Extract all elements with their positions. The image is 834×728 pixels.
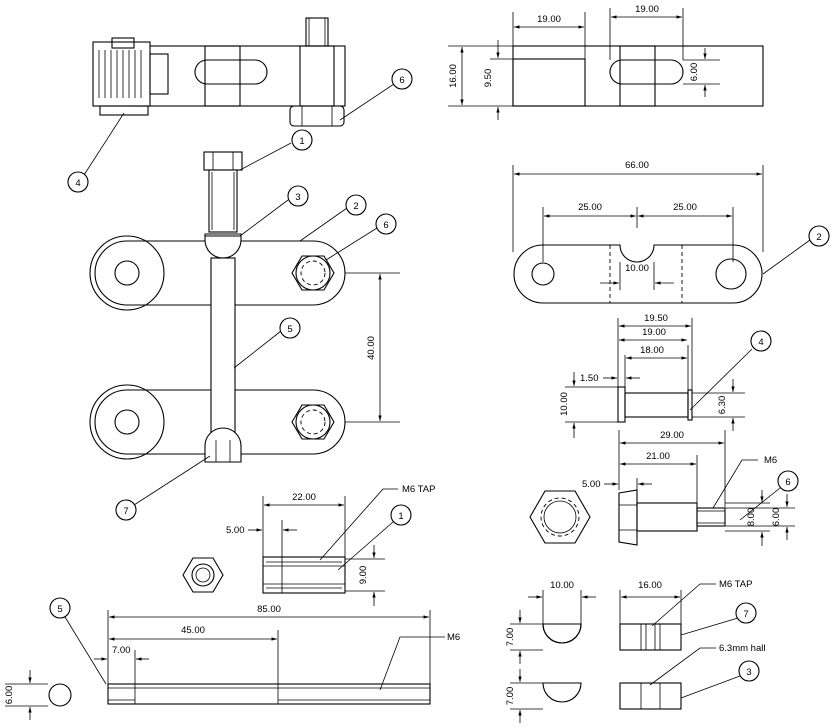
note-hole: 6.3mm hall: [719, 643, 765, 654]
dim-bolt-len: 29.00: [660, 430, 684, 441]
dim-block-len2: 16.00: [638, 580, 662, 591]
spacer-view: 22.00 5.00 9.00 M6 TAP 1: [182, 484, 435, 606]
dim-slot-h: 6.00: [689, 63, 700, 82]
balloon-3: 3: [295, 192, 300, 203]
dim-bolt-shank: 21.00: [646, 451, 670, 462]
dim-top-w2: 19.00: [635, 4, 659, 15]
balloon-3-right: 3: [746, 667, 751, 678]
dim-bolt-head: 5.00: [582, 479, 601, 490]
note-m6: M6: [764, 455, 777, 466]
balloon-5-left: 5: [287, 324, 292, 335]
top-right-block-view: 19.00 19.00 16.00 9.50 6.00: [448, 4, 764, 120]
dim-link-notch: 10.00: [625, 263, 649, 274]
dim-spacer-head: 5.00: [226, 525, 245, 536]
balloon-6-left: 6: [383, 220, 388, 231]
note-rod-m6: M6: [447, 632, 460, 643]
balloon-2-left: 2: [353, 201, 358, 212]
rod-view: 85.00 45.00 7.00 M6 5 6.00: [4, 597, 460, 720]
dim-spacer-len: 22.00: [292, 492, 316, 503]
balloon-7-right: 7: [743, 609, 748, 620]
dim-rod-end: 7.00: [112, 645, 131, 656]
dim-link-right: 25.00: [673, 202, 697, 213]
balloon-6-top: 6: [399, 75, 404, 86]
dim-bolt-thread-d: 6.00: [771, 508, 782, 527]
dim-pin-b: 19.00: [642, 327, 666, 338]
dim-link-total: 66.00: [625, 160, 649, 171]
left-balloons: 1 3 2 6 5 7 4 6: [67, 68, 413, 521]
balloon-4-left: 4: [75, 178, 80, 189]
blocks-view: 10.00 7.00 7.00 16.00 M6 TAP 6.3mm hall …: [505, 579, 765, 723]
dim-spacer-d: 9.00: [358, 566, 369, 585]
balloon-1-top: 1: [299, 136, 304, 147]
bolt-view: 29.00 21.00 5.00 8.00 6.00 M6 6: [529, 430, 799, 546]
linkage-assembly-view: 40.00: [89, 151, 400, 463]
dim-block-h2: 7.00: [505, 687, 516, 706]
balloon-5-right: 5: [57, 604, 62, 615]
dim-block-h1: 7.00: [505, 628, 516, 647]
dim-pin-c: 18.00: [640, 345, 664, 356]
dim-rod-d: 6.00: [4, 686, 15, 705]
dim-link-left: 25.00: [578, 202, 602, 213]
dim-pin-head-d: 10.00: [559, 392, 570, 416]
dim-top-w1: 19.00: [537, 14, 561, 25]
balloon-6-right: 6: [785, 477, 790, 488]
note-m6-tap: M6 TAP: [402, 484, 435, 495]
dim-top-h2: 9.50: [483, 69, 494, 88]
note-m6-tap-b: M6 TAP: [719, 579, 752, 590]
dim-pin-shaft-d: 6.30: [717, 396, 728, 415]
dim-top-h: 16.00: [448, 64, 459, 88]
dim-rod-mid: 45.00: [181, 625, 205, 636]
dim-pin-head-t: 1.50: [580, 373, 599, 384]
dim-rod-total: 85.00: [257, 604, 281, 615]
dim-bolt-small-d: 8.00: [746, 508, 757, 527]
link-plate-view: 66.00 25.00 25.00 10.00 2: [512, 160, 830, 304]
dim-pin-a: 19.50: [644, 313, 668, 324]
dim-block-len: 10.00: [550, 580, 574, 591]
pin-view: 19.50 19.00 18.00 1.50 10.00 6.30 4: [559, 313, 772, 438]
balloon-1-right: 1: [398, 511, 403, 522]
balloon-7-left: 7: [123, 506, 128, 517]
balloon-2-right: 2: [816, 232, 821, 243]
dim-center-distance: 40.00: [366, 336, 377, 360]
top-assembly-view: [92, 17, 346, 127]
balloon-4-right: 4: [758, 337, 763, 348]
